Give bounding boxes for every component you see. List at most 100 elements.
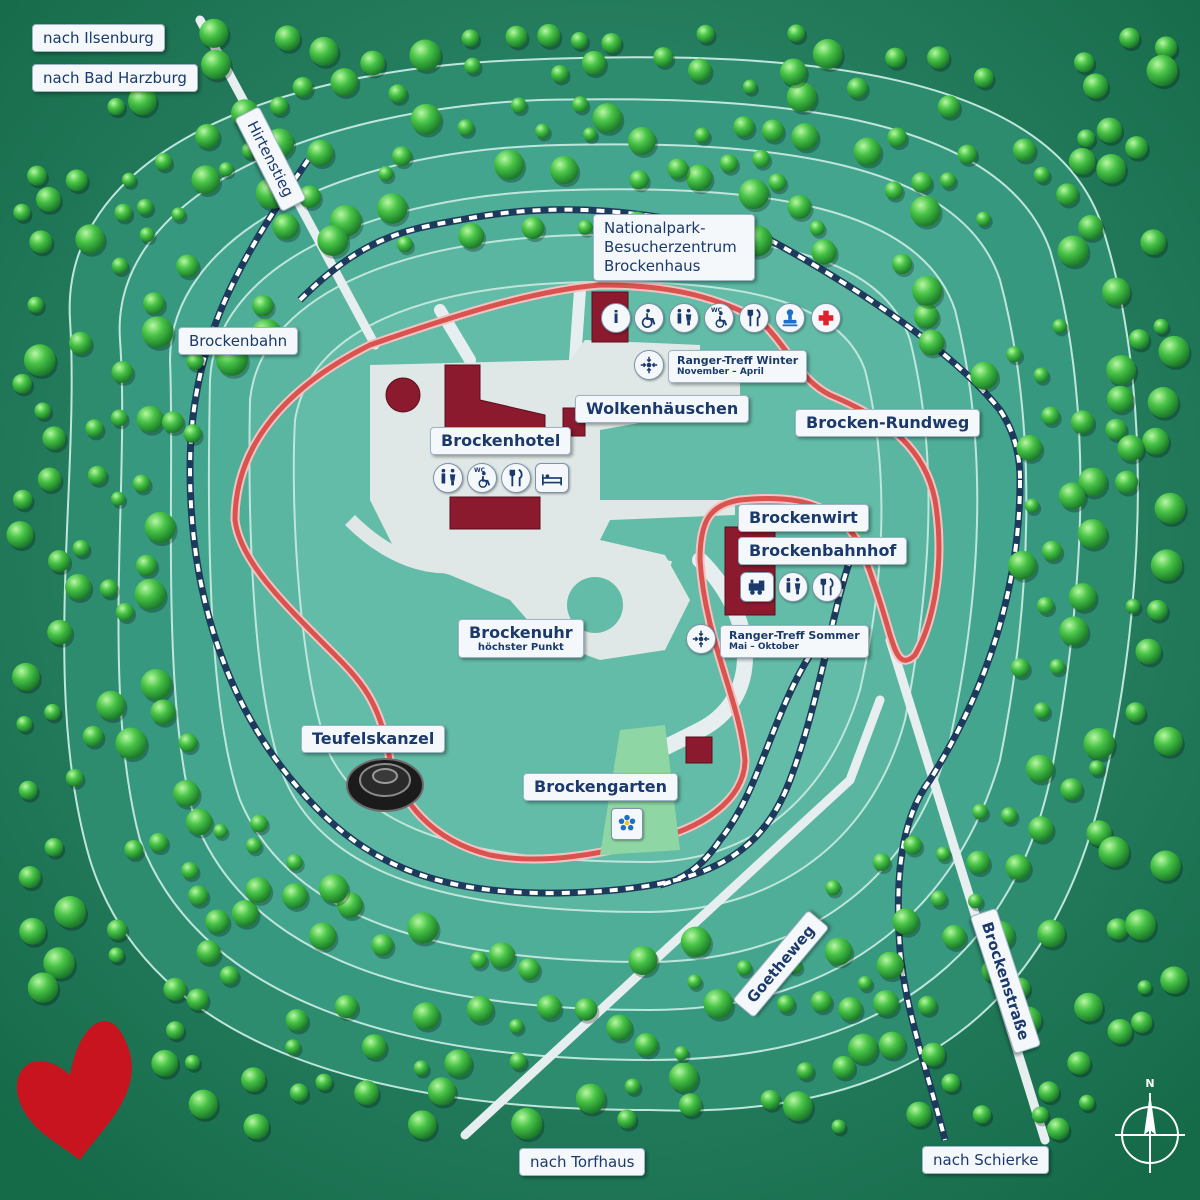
tree [1154,36,1178,59]
tree [176,254,199,278]
tree [213,823,228,839]
tree [16,716,33,732]
wc-text: WC [474,467,486,474]
tree [13,203,31,221]
tree [1047,1117,1070,1140]
tree [831,1119,846,1134]
tree [196,939,221,964]
tree [733,116,755,138]
toilets-icon [669,303,699,333]
tree [252,294,274,317]
label-brockengarten[interactable]: Brockengarten [523,773,679,801]
tree [509,1018,524,1034]
tree [466,995,494,1023]
label-wolkenhaeuschen[interactable]: Wolkenhäuschen [575,395,750,423]
tree [782,1091,813,1121]
tree [941,1073,961,1093]
tree [1154,492,1186,524]
tree [1140,229,1167,256]
buildings [385,291,776,764]
label-brockenbahnhof[interactable]: Brockenbahnhof [738,537,908,565]
tree [521,216,545,240]
tree [787,24,806,43]
tree [27,972,59,1003]
tree [601,32,622,54]
tree [760,1089,781,1110]
tree [1135,638,1162,665]
tree [286,854,303,871]
tree [188,885,209,906]
tree [1153,318,1169,334]
tree [575,1083,606,1114]
brockenuhr-title: Brockenuhr [469,623,573,642]
tree [1078,467,1108,497]
tree [184,1054,200,1070]
tree [847,1033,878,1064]
ranger-winter-title: Ranger-Treff Winter [677,354,799,367]
tree [687,974,702,989]
tree [135,554,158,577]
tree [1158,335,1190,367]
tree [911,171,933,193]
tree [272,213,299,240]
wheelchair-glyph [641,308,656,328]
tree [624,1078,641,1095]
hotel-toilets-icon [433,463,463,493]
tree [458,223,485,249]
tree [786,82,817,112]
tree [570,31,588,49]
tree [913,303,939,329]
tree [634,1033,659,1057]
hotel-bed-icon [535,463,569,493]
tree [1096,153,1126,184]
tree [872,990,899,1016]
tree [511,1107,543,1140]
round-tower [385,377,421,413]
label-ranger-treff-winter[interactable]: Ranger-Treff Winter November – April [668,350,808,383]
label-teufelskanzel[interactable]: Teufelskanzel [301,725,446,753]
label-brocken-rundweg[interactable]: Brocken-Rundweg [795,409,981,437]
tree [407,912,439,944]
label-nach-schierke[interactable]: nach Schierke [922,1146,1050,1174]
tree [1007,550,1037,580]
tree [510,97,527,114]
label-brockenwirt[interactable]: Brockenwirt [738,504,869,532]
compass-north-label: N [1145,1077,1154,1090]
tree [139,227,155,243]
tree [853,137,882,166]
tree [1125,136,1148,159]
flower-icon [611,808,643,840]
tree [309,36,339,66]
tree [1131,1011,1153,1034]
tree [1106,355,1137,385]
tree [183,424,202,443]
ranger-point-glyph [692,630,710,648]
label-brockenuhr[interactable]: Brockenuhr höchster Punkt [458,619,584,658]
label-brockenhotel[interactable]: Brockenhotel [430,427,572,455]
tree [549,155,579,185]
label-brockenbahn[interactable]: Brockenbahn [178,327,299,355]
tree [75,224,105,254]
tree [1037,919,1066,948]
tree [1106,385,1134,413]
tree [536,994,562,1020]
tree [334,994,359,1019]
label-besucherzentrum[interactable]: Nationalpark- Besucherzentrum Brockenhau… [593,214,755,281]
tree [11,662,40,691]
info-icon[interactable]: i [601,303,631,333]
stamp-icon [775,303,805,333]
tree [703,988,734,1019]
tree [1016,434,1043,461]
bahnhof-restaurant-icon [812,572,842,602]
tree [47,619,73,645]
tree [1059,616,1089,646]
label-ranger-treff-sommer[interactable]: Ranger-Treff Sommer Mai – Oktober [720,625,869,658]
label-nach-torfhaus[interactable]: nach Torfhaus [519,1148,646,1176]
label-nach-bad-harzburg[interactable]: nach Bad Harzburg [32,64,198,92]
tree [509,1052,527,1070]
compass-rose-icon: N [1115,1077,1185,1173]
tree [1102,277,1131,306]
label-nach-ilsenburg[interactable]: nach Ilsenburg [32,24,165,52]
tree [107,97,125,116]
wheelchair-icon [634,303,664,333]
